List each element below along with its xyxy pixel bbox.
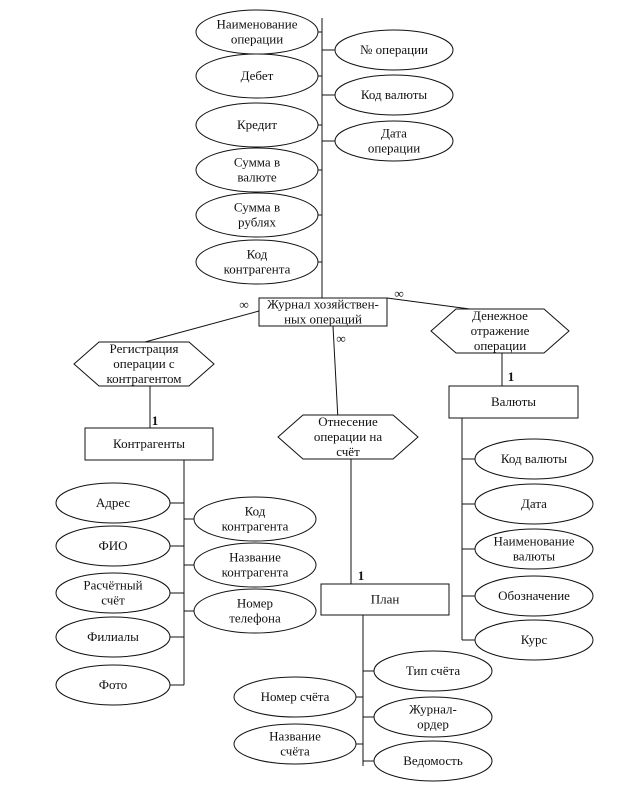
relationship-registration-text: контрагентом: [106, 371, 181, 386]
currencies-attribute-3: [474, 528, 594, 570]
counterparties-attribute-right-2: [193, 542, 317, 588]
counterparties-attribute-right-2-text: Название: [229, 550, 281, 565]
journal-attribute-left-4-text: валюте: [237, 170, 277, 185]
entity-journal-text: Журнал хозяйствен-: [267, 297, 379, 312]
journal-attribute-left-1-text: Наименование: [217, 17, 298, 32]
relationship-monetary-text: отражение: [471, 323, 530, 338]
journal-attribute-right-2-text: Код валюты: [361, 87, 428, 102]
cardinality-many-monetary: ∞: [394, 286, 403, 301]
plan-attribute-left-2: [233, 723, 357, 765]
cardinality-one-counterparties: 1: [152, 413, 159, 428]
currencies-attribute-3-text: валюты: [513, 549, 556, 564]
relationship-monetary: [430, 308, 570, 354]
plan-attribute-right-1: [373, 650, 493, 692]
relationship-registration-text: операции с: [113, 356, 175, 371]
journal-attribute-right-1: [334, 29, 454, 71]
counterparties-attribute-left-4: [55, 616, 171, 658]
currencies-attribute-1-text: Код валюты: [501, 451, 568, 466]
currencies-attribute-5-text: Курс: [521, 632, 548, 647]
relationship-registration: [73, 341, 215, 387]
journal-attribute-right-3-text: Дата: [381, 126, 407, 141]
journal-attribute-right-3-text: операции: [368, 141, 420, 156]
relationship-assignment: [277, 414, 419, 460]
journal-attribute-left-3-text: Кредит: [237, 117, 277, 132]
entity-currencies-text: Валюты: [491, 394, 536, 409]
journal-attribute-right-1-text: № операции: [360, 42, 428, 57]
journal-attribute-left-5: [195, 192, 319, 238]
relationship-assignment-text: Отнесение: [318, 414, 378, 429]
counterparties-attribute-left-3-text: счёт: [101, 593, 125, 608]
currencies-attribute-2-text: Дата: [521, 496, 547, 511]
entity-plan: [320, 583, 450, 616]
entity-currencies: [448, 385, 579, 419]
counterparties-attribute-right-3-text: Номер: [237, 596, 273, 611]
currencies-attribute-4-text: Обозначение: [498, 588, 570, 603]
journal-attribute-left-6-text: Код: [247, 247, 268, 262]
cardinality-many-registration: ∞: [239, 297, 248, 312]
connector-line: [332, 325, 339, 421]
currencies-attribute-5: [474, 619, 594, 661]
plan-attribute-right-1-text: Тип счёта: [406, 663, 460, 678]
relationship-assignment-text: операции на: [314, 429, 383, 444]
journal-attribute-left-5-text: Сумма в: [234, 200, 280, 215]
plan-attribute-right-2-text: ордер: [417, 717, 449, 732]
journal-attribute-left-5-text: рублях: [238, 215, 276, 230]
counterparties-attribute-left-4-text: Филиалы: [87, 629, 139, 644]
plan-attribute-right-3-text: Ведомость: [403, 753, 463, 768]
counterparties-attribute-left-5-text: Фото: [99, 677, 128, 692]
journal-attribute-left-2: [195, 53, 319, 99]
counterparties-attribute-right-2-text: контрагента: [222, 565, 289, 580]
entity-journal-text: ных операций: [284, 312, 362, 327]
journal-attribute-left-6: [195, 239, 319, 285]
counterparties-attribute-right-3-text: телефона: [229, 611, 281, 626]
plan-attribute-right-2: [373, 696, 493, 738]
counterparties-attribute-left-3: [55, 572, 171, 614]
relationship-monetary-text: операции: [474, 338, 526, 353]
counterparties-attribute-right-1: [193, 496, 317, 542]
plan-attribute-left-2-text: Название: [269, 729, 321, 744]
plan-attribute-right-2-text: Журнал-: [409, 702, 457, 717]
currencies-attribute-2: [474, 483, 594, 525]
plan-attribute-left-2-text: счёта: [280, 744, 310, 759]
counterparties-attribute-right-1-text: Код: [245, 504, 266, 519]
journal-attribute-left-3: [195, 102, 319, 148]
relationship-monetary-text: Денежное: [472, 308, 528, 323]
plan-attribute-left-1: [233, 676, 357, 718]
cardinality-one-currencies: 1: [508, 369, 515, 384]
journal-attribute-left-4-text: Сумма в: [234, 155, 280, 170]
currencies-attribute-3-text: Наименование: [494, 534, 575, 549]
journal-attribute-right-3: [334, 120, 454, 162]
plan-attribute-right-3: [373, 740, 493, 782]
journal-attribute-left-2-text: Дебет: [241, 68, 274, 83]
journal-attribute-left-4: [195, 147, 319, 193]
counterparties-attribute-left-1-text: Адрес: [96, 495, 131, 510]
entity-plan-text: План: [371, 592, 400, 607]
counterparties-attribute-left-3-text: Расчётный: [83, 578, 142, 593]
counterparties-attribute-left-5: [55, 664, 171, 706]
journal-attribute-left-1-text: операции: [231, 32, 283, 47]
relationship-assignment-text: счёт: [336, 444, 360, 459]
journal-attribute-right-2: [334, 74, 454, 116]
relationship-registration-text: Регистрация: [110, 341, 179, 356]
currencies-attribute-1: [474, 438, 594, 480]
entity-journal: [258, 297, 388, 327]
journal-attribute-left-6-text: контрагента: [224, 262, 291, 277]
connector-line: [144, 310, 260, 343]
cardinality-many-assignment: ∞: [336, 331, 345, 346]
counterparties-attribute-right-1-text: контрагента: [222, 519, 289, 534]
counterparties-attribute-left-1: [55, 482, 171, 524]
currencies-attribute-4: [474, 575, 594, 617]
plan-attribute-left-1-text: Номер счёта: [261, 689, 330, 704]
counterparties-attribute-right-3: [193, 588, 317, 634]
counterparties-attribute-left-2: [55, 525, 171, 567]
entity-counterparties: [84, 427, 214, 461]
cardinality-one-plan: 1: [358, 568, 365, 583]
counterparties-attribute-left-2-text: ФИО: [98, 538, 127, 553]
entity-counterparties-text: Контрагенты: [113, 436, 185, 451]
